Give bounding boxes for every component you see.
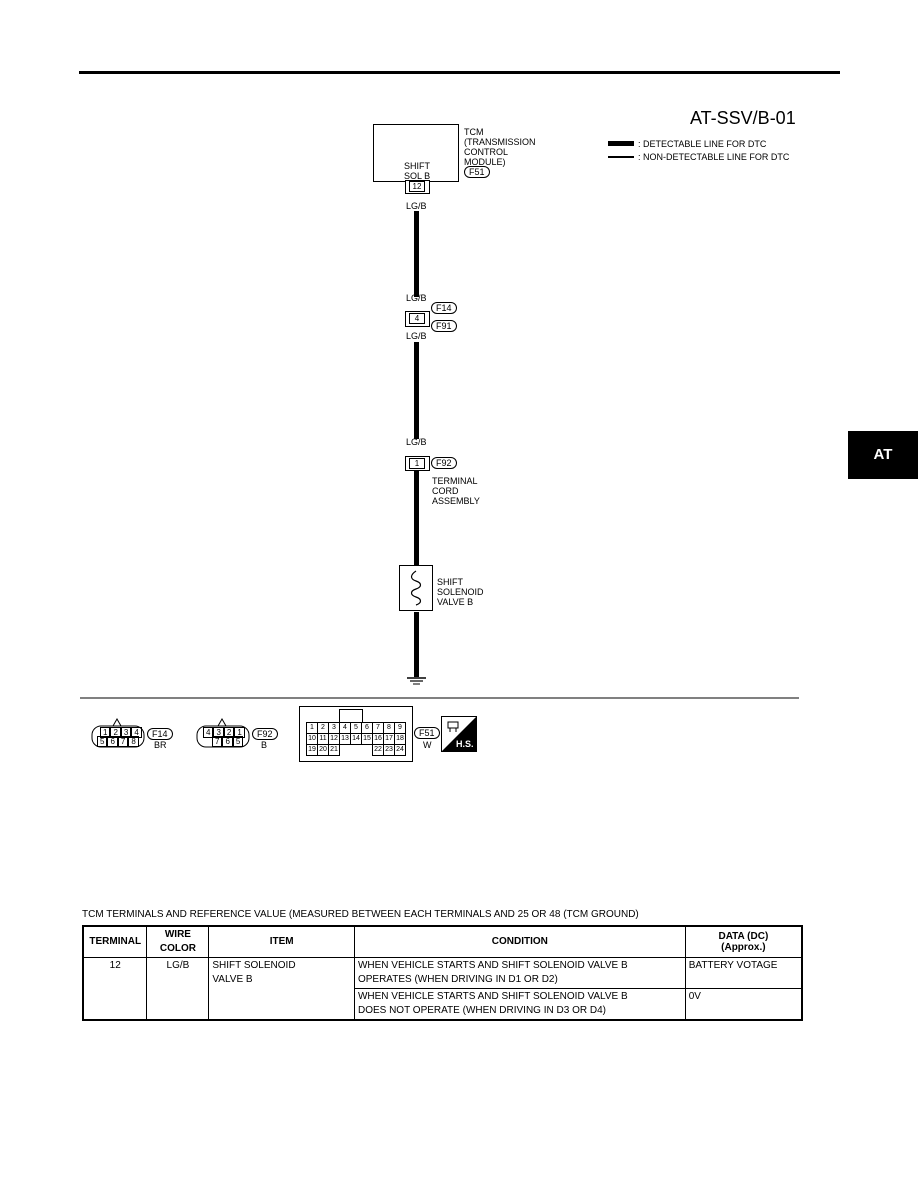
header-wire-color: WIRE COLOR [146,925,210,958]
legend-detectable-swatch [608,141,634,146]
pin: 4 [131,727,142,738]
hs-label: H.S. [456,739,474,749]
f51-color: W [423,740,432,750]
pin: 4 [203,727,214,738]
pin: 21 [328,744,340,756]
tcm-pin: 12 [409,181,425,192]
diagram-id: AT-SSV/B-01 [690,108,796,128]
wire-color-label: LG/B [406,331,427,341]
pin: 24 [394,744,406,756]
pin: 1 [100,727,111,738]
joint-connector-pin: 4 [409,313,425,324]
pin: 6 [222,736,233,747]
header-data: DATA (DC)(Approx.) [684,925,803,958]
f14-connector-badge: F14 [147,728,173,740]
legend-non-detectable-label: : NON-DETECTABLE LINE FOR DTC [638,152,790,162]
terminal-cord-pin: 1 [409,458,425,469]
tcm-box [373,124,459,182]
cell-data: BATTERY VOTAGE [684,957,803,989]
pin: 3 [120,727,132,738]
pin: 5 [97,736,108,747]
cell-condition: WHEN VEHICLE STARTS AND SHIFT SOLENOID V… [353,957,686,989]
f91-badge: F91 [431,320,457,332]
pin: 8 [128,736,139,747]
table-row: WHEN VEHICLE STARTS AND SHIFT SOLENOID V… [83,988,803,1021]
solenoid-box [399,565,433,611]
f92-badge: F92 [431,457,457,469]
pin: 1 [234,727,245,738]
legend-detectable-label: : DETECTABLE LINE FOR DTC [638,139,767,149]
f14-badge: F14 [431,302,457,314]
pin: 22 [372,744,384,756]
header-terminal: TERMINAL [82,925,148,958]
cell-wire-color: LG/B [146,957,210,1021]
pin: 6 [107,736,118,747]
wire-color-label: LG/B [406,201,427,211]
pin: 7 [212,736,223,747]
header-condition: CONDITION [353,925,686,958]
f51-latch [339,709,363,723]
cell-terminal: 12 [82,957,148,1021]
header-item: ITEM [208,925,355,958]
harness-side-icon: H.S. [441,716,477,752]
pin: 7 [117,736,129,747]
header-rule [79,71,840,74]
f14-color: BR [154,740,167,750]
pin: 3 [213,727,224,738]
table-caption: TCM TERMINALS AND REFERENCE VALUE (MEASU… [82,909,639,920]
f51-connector-badge: F51 [414,727,440,739]
pin: 2 [223,727,235,738]
pin: 2 [110,727,121,738]
wire-color-label: LG/B [406,437,427,447]
table-header-row: TERMINAL WIRE COLOR ITEM CONDITION DATA … [82,925,803,958]
legend-non-detectable-swatch [608,156,634,158]
section-tab: AT [848,431,918,479]
tcm-connector-badge: F51 [464,166,490,178]
reference-table: TERMINAL WIRE COLOR ITEM CONDITION DATA … [82,925,803,1021]
cell-data: 0V [684,988,803,1021]
pin: 5 [232,736,244,747]
section-tab-label: AT [873,446,893,463]
f92-connector-badge: F92 [252,728,278,740]
wire-color-label: LG/B [406,293,427,303]
cell-condition: WHEN VEHICLE STARTS AND SHIFT SOLENOID V… [353,988,686,1021]
f92-color: B [261,740,268,750]
